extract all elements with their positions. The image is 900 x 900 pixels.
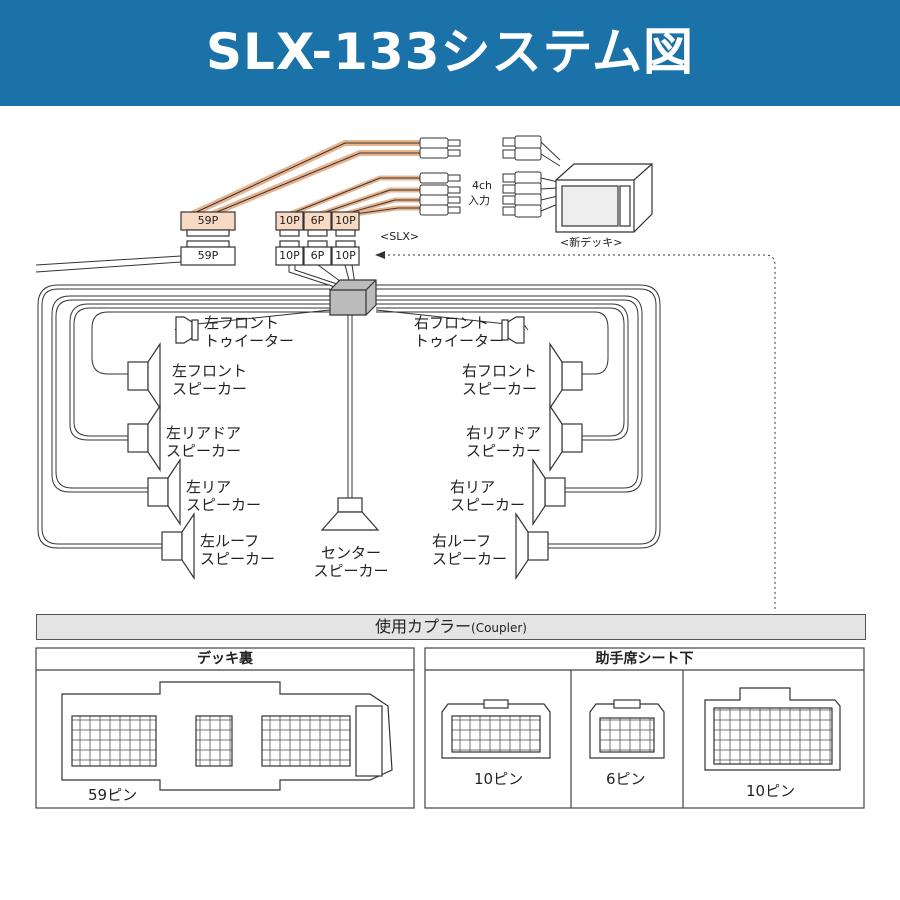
left-roof-speaker-label: 左ルーフスピーカー (200, 532, 276, 568)
coupler-section-title-en: (Coupler) (471, 621, 527, 635)
right-speaker-icons (515, 342, 583, 580)
right-roof-speaker-label: 右ルーフスピーカー (432, 532, 508, 568)
pin6-label: 6ピン (606, 770, 646, 788)
plug-6p-bottom-label: 6P (310, 249, 325, 262)
pin59-label: 59ピン (88, 786, 138, 804)
plug-59p-bottom-label: 59P (197, 249, 219, 262)
plug-59p-top-label: 59P (197, 214, 219, 227)
speaker-wiring (37, 284, 661, 549)
tweeter-icons (175, 316, 525, 344)
coupler-section-header: 使用カプラー(Coupler) (36, 614, 866, 640)
input-label-nyuryoku: 入力 (468, 194, 490, 207)
slx-unit (329, 279, 377, 316)
deck-label: <新デッキ> (560, 236, 623, 249)
plug-shapes (180, 211, 360, 266)
center-speaker-label: センタースピーカー (313, 544, 389, 580)
right-rear-door-speaker-label: 右リアドアスピーカー (466, 424, 542, 460)
coupler-6pin-drawing (589, 699, 665, 759)
input-label-4ch: 4ch (472, 179, 493, 192)
left-front-tweeter-label: 左フロントトゥイーター (204, 314, 295, 350)
coupler-10pin-a-drawing (441, 699, 551, 759)
title-banner (0, 0, 900, 106)
plug-10p-a-top-label: 10P (279, 214, 300, 227)
pin10-b-label: 10ピン (746, 782, 796, 800)
center-speaker-icon (320, 497, 380, 531)
harness-cables (190, 140, 420, 217)
rca-plugs-deck (502, 135, 561, 218)
plug-10p-a-bottom-label: 10P (279, 249, 300, 262)
coupler-10pin-b-drawing (704, 687, 841, 771)
right-front-tweeter-label: 右フロントトゥイーター (414, 314, 505, 350)
coupler-59pin-drawing (61, 681, 393, 791)
page-title: SLX-133システム図 (206, 23, 694, 81)
dotted-link (383, 254, 776, 612)
slx-label: <SLX> (380, 230, 420, 243)
right-front-speaker-label: 右フロントスピーカー (462, 362, 538, 398)
right-rear-speaker-label: 右リアスピーカー (450, 478, 526, 514)
new-deck-unit (555, 163, 653, 233)
left-rear-door-speaker-label: 左リアドアスピーカー (166, 424, 242, 460)
left-rear-speaker-label: 左リアスピーカー (186, 478, 262, 514)
plug-6p-top-label: 6P (310, 214, 325, 227)
plug-10p-b-bottom-label: 10P (335, 249, 356, 262)
left-speaker-icons (127, 342, 195, 580)
deck-back-title: デッキ裏 (197, 651, 253, 667)
rca-plugs-left (419, 137, 461, 216)
coupler-frames (35, 647, 865, 809)
plug-to-slx-wires (288, 264, 356, 289)
pin10-a-label: 10ピン (474, 770, 524, 788)
coupler-section-title: 使用カプラー (375, 617, 472, 636)
left-front-speaker-label: 左フロントスピーカー (172, 362, 248, 398)
plug-10p-b-top-label: 10P (335, 214, 356, 227)
seat-under-title: 助手席シート下 (595, 651, 694, 667)
left-harness (35, 255, 182, 273)
